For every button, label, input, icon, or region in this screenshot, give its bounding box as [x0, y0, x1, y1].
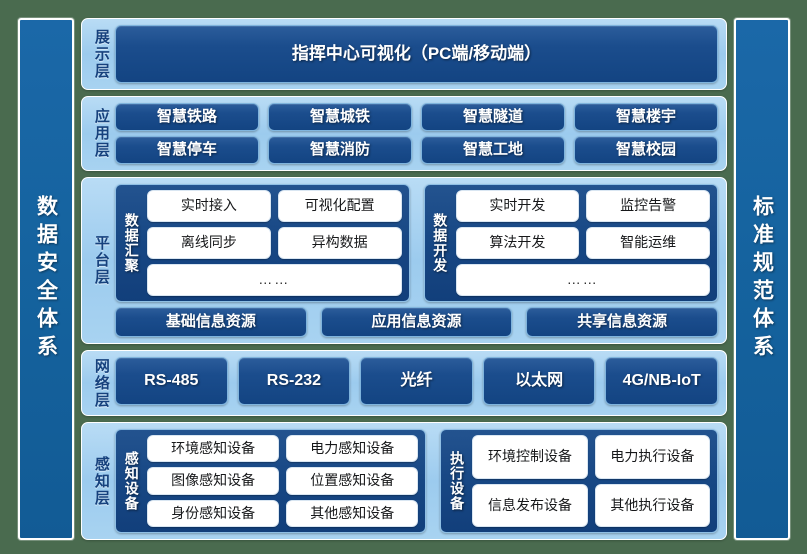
group-row: …… [455, 264, 710, 296]
group-sensing-devices: 感知设备 环境感知设备 电力感知设备 图像感知设备 位置感知设备 [115, 429, 427, 533]
layer-stack: 展示层 指挥中心可视化（PC端/移动端） 应用层 智慧铁路 智慧城铁 智慧隧道 … [81, 18, 727, 540]
group-row: 环境感知设备 电力感知设备 [147, 435, 419, 463]
left-pillar-label: 数据安全体系 [34, 195, 58, 363]
group-row: 算法开发 智能运维 [455, 227, 710, 259]
layer-application-body: 智慧铁路 智慧城铁 智慧隧道 智慧楼宇 智慧停车 智慧消防 智慧工地 智慧校园 [115, 103, 718, 164]
layer-sensing: 感知层 感知设备 环境感知设备 电力感知设备 图像感知设备 位置感知设备 [81, 422, 727, 540]
sensing-groups: 感知设备 环境感知设备 电力感知设备 图像感知设备 位置感知设备 [115, 429, 718, 533]
network-item[interactable]: 以太网 [482, 357, 596, 405]
sensing-item[interactable]: 身份感知设备 [147, 499, 280, 527]
sensing-item[interactable]: 位置感知设备 [286, 467, 419, 495]
network-item[interactable]: RS-232 [237, 357, 351, 405]
left-pillar-data-security: 数据安全体系 [18, 18, 74, 540]
group-data-development-title: 数据开发 [432, 213, 449, 273]
layer-platform: 平台层 数据汇聚 实时接入 可视化配置 离线同步 异构数据 [81, 177, 727, 344]
sensing-item[interactable]: 环境感知设备 [147, 435, 280, 463]
network-item[interactable]: RS-485 [115, 357, 228, 405]
platform-item[interactable]: 异构数据 [277, 227, 402, 259]
presentation-banner[interactable]: 指挥中心可视化（PC端/移动端） [115, 25, 718, 83]
layer-presentation: 展示层 指挥中心可视化（PC端/移动端） [81, 18, 727, 90]
group-actuator-devices-items: 环境控制设备 电力执行设备 信息发布设备 其他执行设备 [472, 435, 711, 527]
layer-network: 网络层 RS-485 RS-232 光纤 以太网 4G/NB-IoT [81, 350, 727, 416]
platform-item[interactable]: 可视化配置 [277, 190, 402, 222]
actuator-item[interactable]: 环境控制设备 [472, 435, 588, 479]
group-sensing-devices-items: 环境感知设备 电力感知设备 图像感知设备 位置感知设备 身份感知设备 其他感知设… [147, 435, 419, 527]
app-item[interactable]: 智慧工地 [421, 136, 565, 164]
platform-resources: 基础信息资源 应用信息资源 共享信息资源 [115, 307, 719, 337]
application-row-2: 智慧停车 智慧消防 智慧工地 智慧校园 [115, 136, 718, 164]
application-row-1: 智慧铁路 智慧城铁 智慧隧道 智慧楼宇 [115, 103, 718, 131]
group-data-development: 数据开发 实时开发 监控告警 算法开发 智能运维 …… [423, 184, 718, 302]
actuator-item[interactable]: 信息发布设备 [472, 483, 588, 527]
layer-sensing-body: 感知设备 环境感知设备 电力感知设备 图像感知设备 位置感知设备 [115, 429, 718, 533]
layer-platform-body: 数据汇聚 实时接入 可视化配置 离线同步 异构数据 …… [115, 184, 719, 337]
group-data-aggregation-title: 数据汇聚 [123, 213, 140, 273]
layer-presentation-body: 指挥中心可视化（PC端/移动端） [115, 25, 718, 83]
platform-item[interactable]: 算法开发 [455, 227, 580, 259]
group-row: …… [147, 264, 402, 296]
right-pillar-standards: 标准规范体系 [734, 18, 790, 540]
app-item[interactable]: 智慧铁路 [115, 103, 259, 131]
group-row: 环境控制设备 电力执行设备 [472, 435, 711, 479]
resource-item[interactable]: 共享信息资源 [526, 307, 719, 337]
platform-item[interactable]: 实时接入 [147, 190, 271, 222]
platform-groups: 数据汇聚 实时接入 可视化配置 离线同步 异构数据 …… [115, 184, 718, 302]
layer-application: 应用层 智慧铁路 智慧城铁 智慧隧道 智慧楼宇 智慧停车 智慧消防 智慧工地 智… [81, 96, 727, 171]
app-item[interactable]: 智慧消防 [268, 136, 412, 164]
platform-item[interactable]: 监控告警 [586, 190, 710, 222]
group-data-aggregation-items: 实时接入 可视化配置 离线同步 异构数据 …… [147, 190, 402, 296]
platform-item[interactable]: 实时开发 [455, 190, 580, 222]
platform-item[interactable]: 智能运维 [586, 227, 710, 259]
layer-network-label: 网络层 [92, 357, 110, 409]
sensing-item[interactable]: 其他感知设备 [286, 499, 419, 527]
layer-presentation-label: 展示层 [92, 28, 110, 80]
group-row: 信息发布设备 其他执行设备 [472, 483, 711, 527]
platform-item[interactable]: 离线同步 [147, 227, 271, 259]
app-item[interactable]: 智慧隧道 [421, 103, 565, 131]
group-actuator-devices-title: 执行设备 [449, 451, 466, 511]
resource-item[interactable]: 基础信息资源 [115, 307, 307, 337]
group-sensing-devices-title: 感知设备 [123, 451, 140, 511]
resource-item[interactable]: 应用信息资源 [320, 307, 513, 337]
app-item[interactable]: 智慧楼宇 [574, 103, 718, 131]
actuator-item[interactable]: 其他执行设备 [594, 483, 711, 527]
layer-network-body: RS-485 RS-232 光纤 以太网 4G/NB-IoT [115, 357, 718, 409]
group-row: 离线同步 异构数据 [147, 227, 402, 259]
group-row: 实时接入 可视化配置 [147, 190, 402, 222]
app-item[interactable]: 智慧校园 [574, 136, 718, 164]
app-item[interactable]: 智慧停车 [115, 136, 259, 164]
group-row: 图像感知设备 位置感知设备 [147, 467, 419, 495]
group-row: 身份感知设备 其他感知设备 [147, 499, 419, 527]
group-row: 实时开发 监控告警 [455, 190, 710, 222]
group-actuator-devices: 执行设备 环境控制设备 电力执行设备 信息发布设备 其他执行设备 [440, 429, 718, 533]
platform-item-ellipsis[interactable]: …… [147, 264, 402, 296]
layer-application-label: 应用层 [92, 108, 110, 159]
platform-item-ellipsis[interactable]: …… [455, 264, 710, 296]
sensing-item[interactable]: 电力感知设备 [286, 435, 419, 463]
network-items: RS-485 RS-232 光纤 以太网 4G/NB-IoT [115, 357, 718, 409]
layer-platform-label: 平台层 [92, 235, 110, 286]
sensing-item[interactable]: 图像感知设备 [147, 467, 280, 495]
layer-sensing-label: 感知层 [92, 455, 110, 507]
actuator-item[interactable]: 电力执行设备 [594, 435, 711, 479]
app-item[interactable]: 智慧城铁 [268, 103, 412, 131]
network-item[interactable]: 光纤 [360, 357, 473, 405]
group-data-aggregation: 数据汇聚 实时接入 可视化配置 离线同步 异构数据 …… [115, 184, 410, 302]
right-pillar-label: 标准规范体系 [750, 195, 774, 363]
network-item[interactable]: 4G/NB-IoT [605, 357, 718, 405]
group-data-development-items: 实时开发 监控告警 算法开发 智能运维 …… [455, 190, 710, 296]
